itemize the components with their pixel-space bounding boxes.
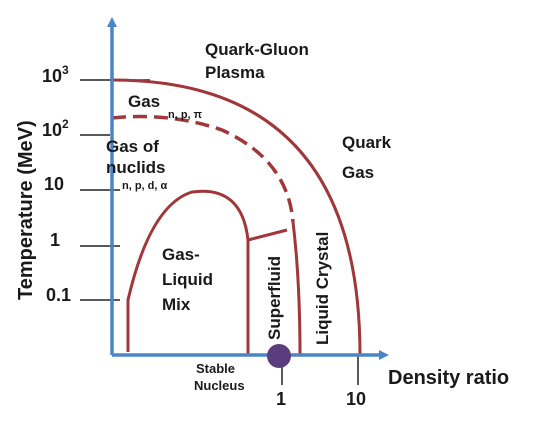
y-tick-1000: 103	[42, 63, 69, 86]
liquid-crystal-label: Liquid Crystal	[313, 232, 332, 345]
y-tick-10: 10	[44, 174, 64, 194]
gas-sub-label: n, p, π	[168, 109, 203, 121]
y-tick-100: 102	[42, 117, 69, 140]
y-tick-1: 1	[50, 230, 60, 250]
stable-nucleus-dot	[267, 344, 291, 368]
qgp-label-line2: Plasma	[205, 63, 265, 82]
mix-label-line3: Mix	[162, 295, 191, 314]
qgp-boundary	[111, 78, 362, 356]
nuclids-label-line2: nuclids	[106, 158, 166, 177]
superfluid-label: Superfluid	[265, 256, 284, 340]
superfluid-boundary	[247, 228, 288, 242]
nuclids-label-line1: Gas of	[106, 137, 159, 156]
nuclids-sub-label: n, p, d, α	[122, 180, 167, 192]
quark-gas-label-line1: Quark	[342, 133, 392, 152]
y-tick-0.1: 0.1	[46, 285, 71, 305]
stable-nucleus-label-line1: Stable	[196, 361, 235, 376]
qgp-label-line1: Quark-Gluon	[205, 40, 309, 59]
nuclid-gas-boundary	[111, 114, 295, 223]
x-axis-title: Density ratio	[388, 367, 509, 389]
stable-nucleus-label-line2: Nucleus	[194, 378, 245, 393]
liquid-crystal-boundary	[291, 221, 302, 356]
y-axis-title: Temperature (MeV)	[15, 120, 37, 300]
quark-gas-label-line2: Gas	[342, 163, 374, 182]
x-tick-10: 10	[346, 389, 366, 409]
gas-liquid-dome	[126, 189, 250, 355]
gas-label: Gas	[128, 92, 160, 111]
mix-label-line1: Gas-	[162, 245, 200, 264]
mix-label-line2: Liquid	[162, 270, 213, 289]
x-tick-1: 1	[276, 389, 286, 409]
